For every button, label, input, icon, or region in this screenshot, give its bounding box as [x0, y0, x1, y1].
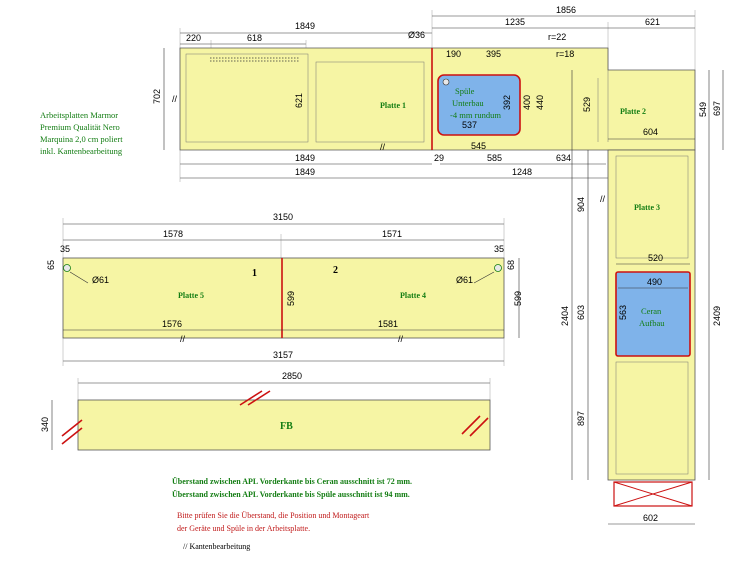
svg-text:Aufbau: Aufbau [639, 318, 665, 328]
dim-395: 395 [486, 49, 501, 59]
platte-4-slab [281, 257, 505, 339]
platte-2-label: Platte 2 [620, 107, 646, 116]
dim-702: 702 [152, 89, 162, 104]
dim-520: 520 [648, 253, 663, 263]
edge-mark-bottom: // [380, 142, 386, 152]
dim-603: 603 [576, 305, 586, 320]
fb-run: 2850 FB 340 [40, 371, 491, 451]
edge-mark-right: // [600, 194, 606, 204]
r22: r=22 [548, 32, 566, 42]
note-ueberstand-ceran: Überstand zwischen APL Vorderkante bis C… [172, 477, 412, 486]
hole-left-icon [63, 264, 71, 272]
filler-box [613, 481, 693, 507]
legend-kantenbearbeitung: // Kantenbearbeitung [183, 542, 250, 551]
joint-2: 2 [333, 265, 338, 276]
svg-text:Marquina 2,0 cm poliert: Marquina 2,0 cm poliert [40, 134, 123, 144]
r18: r=18 [556, 49, 574, 59]
material-description: Arbeitsplatten Marmor Premium Qualität N… [40, 110, 123, 156]
svg-text:Ceran: Ceran [641, 306, 662, 316]
svg-text:inkl. Kantenbearbeitung: inkl. Kantenbearbeitung [40, 146, 123, 156]
svg-text:Premium Qualität Nero: Premium Qualität Nero [40, 122, 120, 132]
dim-602: 602 [643, 513, 658, 523]
edge-mark-p4: // [398, 334, 404, 344]
dim-d61-left: Ø61 [92, 275, 109, 285]
dim-621-left: 621 [294, 93, 304, 108]
edge-mark-left: // [172, 94, 178, 104]
platte-5-label: Platte 5 [178, 291, 204, 300]
fb-label: FB [280, 421, 293, 432]
platte-1-label: Platte 1 [380, 101, 406, 110]
dim-68: 68 [506, 260, 516, 270]
platte-3-label: Platte 3 [634, 203, 660, 212]
dim-1849-b2: 1849 [295, 167, 315, 177]
tap-hole-icon [442, 78, 450, 86]
platte-1-slab [179, 47, 433, 151]
dim-35-left: 35 [60, 244, 70, 254]
note-ueberstand-spuele: Überstand zwischen APL Vorderkante bis S… [172, 490, 410, 499]
lower-run: 3150 1578 1571 35 35 65 68 Ø61 Ø61 1 2 P… [46, 212, 523, 366]
dim-537: 537 [462, 120, 477, 130]
dim-3157: 3157 [273, 350, 293, 360]
dim-604: 604 [643, 127, 658, 137]
upper-run: 1849 1856 1235 621 220 618 Ø36 [152, 5, 724, 182]
sink-cutout [437, 74, 521, 136]
dim-1576: 1576 [162, 319, 182, 329]
joint-1: 1 [252, 268, 257, 279]
dim-65: 65 [46, 260, 56, 270]
dim-1581: 1581 [378, 319, 398, 329]
dim-549: 549 [698, 102, 708, 117]
note-pruefen-1: Bitte prüfen Sie die Überstand, die Posi… [177, 511, 370, 520]
dim-440: 440 [535, 95, 545, 110]
platte-5-slab [62, 257, 283, 339]
notes: Überstand zwischen APL Vorderkante bis C… [172, 477, 412, 551]
dim-1849-top: 1849 [295, 21, 315, 31]
dim-1248: 1248 [512, 167, 532, 177]
svg-text:Unterbau: Unterbau [452, 98, 484, 108]
dim-490: 490 [647, 277, 662, 287]
dim-563: 563 [618, 305, 628, 320]
dim-3150: 3150 [273, 212, 293, 222]
right-run: Platte 3 Ceran Aufbau 520 490 563 904 60… [560, 70, 722, 525]
dim-904: 904 [576, 197, 586, 212]
dim-1849-b1: 1849 [295, 153, 315, 163]
fb-slab [77, 399, 491, 451]
note-pruefen-2: der Geräte und Spüle in der Arbeitsplatt… [177, 524, 310, 533]
dim-1578: 1578 [163, 229, 183, 239]
hole-right-icon [494, 264, 502, 272]
dim-d61-right: Ø61 [456, 275, 473, 285]
dim-585: 585 [487, 153, 502, 163]
dim-2409: 2409 [712, 306, 722, 326]
dim-634: 634 [556, 153, 571, 163]
dim-2404: 2404 [560, 306, 570, 326]
dim-1856: 1856 [556, 5, 576, 15]
ceran-cutout [615, 271, 691, 357]
dim-2850: 2850 [282, 371, 302, 381]
dim-599-right: 599 [513, 291, 523, 306]
edge-mark-p5: // [180, 334, 186, 344]
dim-1235: 1235 [505, 17, 525, 27]
dim-545: 545 [471, 141, 486, 151]
dim-897: 897 [576, 411, 586, 426]
dim-d36: Ø36 [408, 30, 425, 40]
svg-text:Spüle: Spüle [455, 86, 475, 96]
svg-text:-4 mm rundum: -4 mm rundum [450, 110, 501, 120]
dim-529: 529 [582, 97, 592, 112]
vent-slots [210, 57, 300, 62]
dim-400: 400 [522, 95, 532, 110]
platte-4-label: Platte 4 [400, 291, 426, 300]
dim-35-right: 35 [494, 244, 504, 254]
dim-190: 190 [446, 49, 461, 59]
svg-text:Arbeitsplatten Marmor: Arbeitsplatten Marmor [40, 110, 118, 120]
dim-1571: 1571 [382, 229, 402, 239]
dim-599-center: 599 [286, 291, 296, 306]
dim-29: 29 [434, 153, 444, 163]
dim-220: 220 [186, 33, 201, 43]
dim-618: 618 [247, 33, 262, 43]
dim-621-top: 621 [645, 17, 660, 27]
dim-697: 697 [712, 101, 722, 116]
dim-340: 340 [40, 417, 50, 432]
dim-392: 392 [502, 95, 512, 110]
